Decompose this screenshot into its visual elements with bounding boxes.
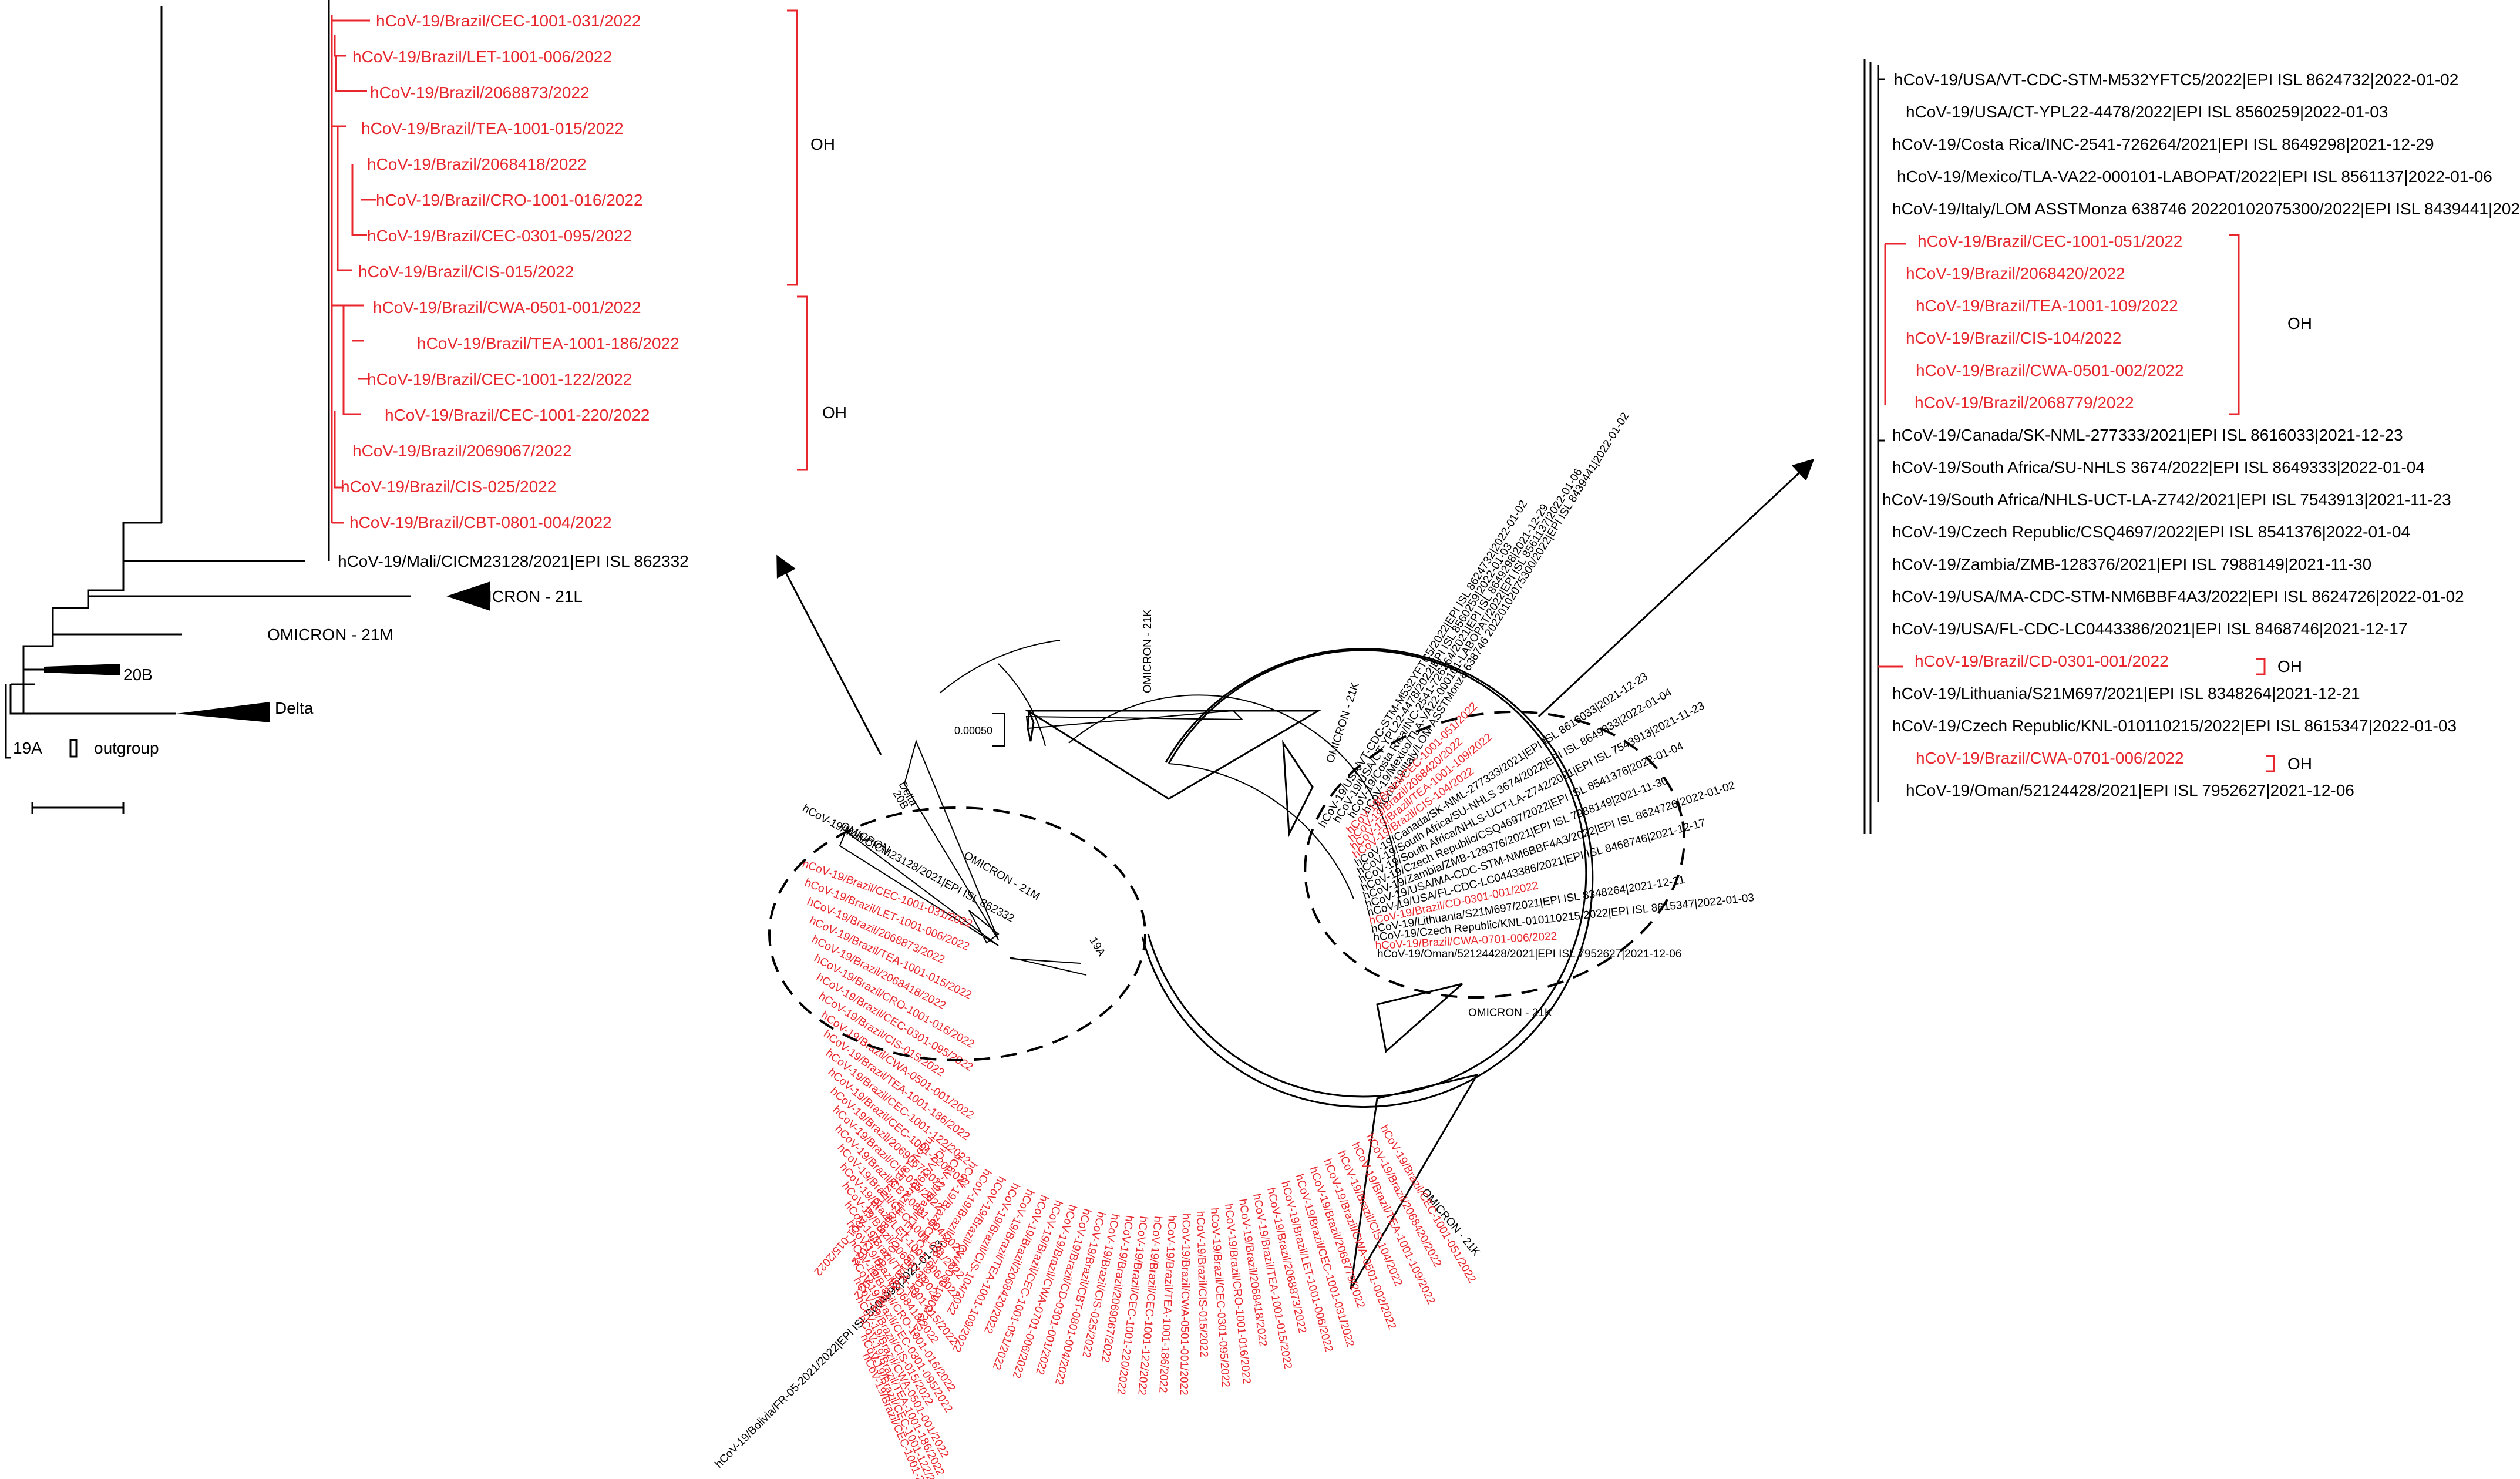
clade-triangle-21m-center — [968, 910, 1000, 944]
right-leaf-label: hCoV-19/Canada/SK-NML-277333/2021|EPI IS… — [1892, 426, 2403, 444]
right-leaf-label: hCoV-19/Oman/52124428/2021|EPI ISL 79526… — [1906, 781, 2354, 799]
left-leaf-label: hCoV-19/Brazil/CRO-1001-016/2022 — [376, 191, 642, 209]
dashed-ellipse-left — [768, 806, 1146, 1061]
right-leaf-label: hCoV-19/Brazil/CIS-104/2022 — [1906, 329, 2121, 347]
right-leaf-label: hCoV-19/Brazil/CWA-0701-006/2022 — [1916, 749, 2184, 767]
clade-triangle-21k-right — [1376, 983, 1463, 1053]
right-leaf-label: hCoV-19/USA/MA-CDC-STM-NM6BBF4A3/2022|EP… — [1892, 587, 2464, 606]
right-tree-branches — [1863, 59, 1885, 834]
outgroup-bracket — [69, 739, 78, 758]
left-oh-bracket-1 — [787, 9, 798, 286]
left-leaf-label: hCoV-19/Brazil/CEC-1001-122/2022 — [367, 370, 632, 388]
left-leaf-label: hCoV-19/Brazil/CEC-1001-220/2022 — [385, 406, 650, 424]
right-tree-red-branches — [1878, 243, 1906, 668]
right-oh-bracket-1 — [2229, 234, 2240, 415]
left-leaf-label: hCoV-19/Brazil/TEA-1001-186/2022 — [417, 334, 679, 352]
left-oh-label-2: OH — [822, 404, 847, 422]
clade-label-21m: OMICRON - 21M — [267, 626, 393, 644]
left-leaf-label: hCoV-19/Brazil/2068873/2022 — [370, 83, 590, 102]
right-leaf-label: hCoV-19/Brazil/CD-0301-001/2022 — [1915, 652, 2169, 670]
tree-ring — [939, 640, 1594, 1108]
right-leaf-label: hCoV-19/Brazil/CEC-1001-051/2022 — [1917, 232, 2182, 250]
clade-triangle-21k-lower — [1350, 1073, 1479, 1290]
dashed-ellipse-right — [1304, 711, 1685, 999]
right-leaf-label: hCoV-19/South Africa/NHLS-UCT-LA-Z742/20… — [1882, 490, 2451, 509]
right-oh-bracket-3 — [2266, 755, 2275, 772]
right-leaf-labels: hCoV-19/USA/VT-CDC-STM-M532YFTC5/2022|EP… — [1882, 70, 2520, 799]
center-clade-21k-upper: OMICRON - 21K — [1324, 681, 1362, 764]
left-tree-red-branches — [331, 15, 376, 524]
center-leaf-label: hCoV-19/Brazil/CWA-0501-001/2022 — [1177, 1214, 1192, 1396]
right-leaf-label: hCoV-19/Brazil/2068779/2022 — [1915, 394, 2134, 412]
clade-triangle-21k-right-upper — [1282, 740, 1314, 838]
arrow-to-right-panel — [1537, 458, 1815, 718]
center-clade-19a: 19A — [1087, 935, 1108, 959]
center-clade-21k-right: OMICRON - 21K — [1468, 1007, 1552, 1019]
right-leaf-label: hCoV-19/Czech Republic/KNL-010110215/202… — [1892, 717, 2457, 735]
clade-triangle-21k-upper — [1025, 710, 1244, 730]
left-leaf-label: hCoV-19/Brazil/2069067/2022 — [352, 442, 572, 460]
clade-triangle-21l — [446, 581, 490, 611]
right-leaf-label: hCoV-19/Costa Rica/INC-2541-726264/2021|… — [1892, 135, 2434, 153]
center-clade-21k-top: OMICRON - 21K — [1142, 609, 1154, 693]
left-leaf-label: hCoV-19/Brazil/CEC-1001-031/2022 — [376, 12, 641, 30]
left-leaf-label: hCoV-19/Brazil/TEA-1001-015/2022 — [361, 119, 624, 137]
left-oh-label-1: OH — [810, 135, 835, 153]
right-oh-label-2: OH — [2277, 657, 2302, 675]
left-leaf-label: hCoV-19/Brazil/LET-1001-006/2022 — [352, 48, 612, 66]
right-leaf-label: hCoV-19/South Africa/SU-NHLS 3674/2022|E… — [1892, 458, 2425, 476]
clade-label-20b: 20B — [123, 665, 153, 684]
right-leaf-label: hCoV-19/USA/FL-CDC-LC0443386/2021|EPI IS… — [1892, 620, 2407, 638]
right-leaf-label: hCoV-19/Italy/LOM ASSTMonza 638746 20220… — [1892, 200, 2520, 218]
left-leaf-label: hCoV-19/Brazil/CWA-0501-001/2022 — [373, 298, 641, 317]
clade-triangle-21k-top — [1027, 710, 1035, 742]
left-leaf-label: hCoV-19/Brazil/CIS-025/2022 — [341, 478, 556, 496]
clade-triangle-21k-top-big — [1024, 710, 1322, 800]
clade-label-delta: Delta — [275, 699, 314, 717]
left-leaf-label: hCoV-19/Brazil/CEC-0301-095/2022 — [367, 227, 632, 245]
right-leaf-label: hCoV-19/Mexico/TLA-VA22-000101-LABOPAT/2… — [1897, 167, 2492, 186]
left-oh-bracket-2 — [797, 295, 808, 471]
left-subtree-panel: hCoV-19/Brazil/CEC-1001-031/2022 hCoV-19/… — [5, 0, 847, 814]
right-leaf-label: hCoV-19/USA/VT-CDC-STM-M532YFTC5/2022|EP… — [1894, 70, 2458, 89]
left-tree-branches — [5, 0, 411, 759]
clade-triangle-delta — [176, 702, 270, 722]
clade-label-19a: 19A — [13, 739, 42, 757]
right-leaf-label: hCoV-19/Czech Republic/CSQ4697/2022|EPI … — [1892, 523, 2410, 541]
center-leaf-label: hCoV-19/Italy/LOM ASSTMonza 638746 20220… — [1375, 411, 1631, 811]
right-leaf-label: hCoV-19/Brazil/CWA-0501-002/2022 — [1916, 361, 2184, 379]
clade-triangle-20b — [44, 664, 120, 675]
clade-triangle-omicron-center — [839, 830, 999, 946]
right-oh-label-1: OH — [2287, 314, 2312, 332]
clade-label-21l: OMICRON - 21L — [461, 587, 583, 606]
right-subtree-panel: hCoV-19/USA/VT-CDC-STM-M532YFTC5/2022|EP… — [1863, 59, 2520, 834]
center-scale-label: 0.00050 — [954, 725, 992, 737]
right-oh-label-3: OH — [2287, 755, 2312, 773]
right-leaf-label: hCoV-19/USA/CT-YPL22-4478/2022|EPI ISL 8… — [1906, 103, 2388, 121]
right-leaf-label: hCoV-19/Lithuania/S21M697/2021|EPI ISL 8… — [1892, 684, 2360, 702]
circular-tree: 0.00050 OMICRON - 21K OMICRON - 21K OMIC… — [713, 411, 1815, 1479]
right-leaf-label: hCoV-19/Zambia/ZMB-128376/2021|EPI ISL 7… — [1892, 555, 2371, 573]
left-leaf-label: hCoV-19/Brazil/2068418/2022 — [367, 155, 587, 173]
left-mali-label: hCoV-19/Mali/CICM23128/2021|EPI ISL 8623… — [338, 552, 689, 570]
center-leaf-label: hCoV-19/Brazil/CIS-015/2022 — [1194, 1211, 1210, 1357]
right-oh-bracket-2 — [2256, 658, 2266, 675]
clade-triangle-20b-center — [903, 739, 999, 940]
arrow-to-left-panel — [776, 554, 882, 755]
right-leaf-label: hCoV-19/Brazil/TEA-1001-109/2022 — [1916, 297, 2178, 315]
left-leaf-label: hCoV-19/Brazil/CBT-0801-004/2022 — [349, 513, 612, 532]
center-leaf-label: hCoV-19/Oman/52124428/2021|EPI ISL 79526… — [1377, 948, 1681, 960]
left-red-leaf-labels: hCoV-19/Brazil/CEC-1001-031/2022 hCoV-19/… — [341, 12, 679, 532]
outgroup-label: outgroup — [94, 739, 159, 757]
right-leaf-label: hCoV-19/Brazil/2068420/2022 — [1906, 264, 2125, 283]
center-scale-bracket — [992, 713, 1005, 747]
left-leaf-label: hCoV-19/Brazil/CIS-015/2022 — [358, 263, 574, 281]
